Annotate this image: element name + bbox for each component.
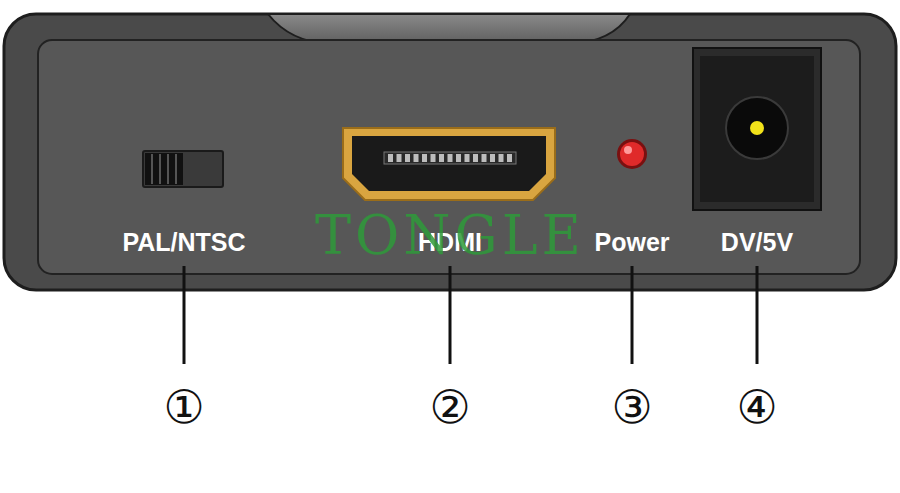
housing [4, 14, 896, 290]
port-label: PAL/NTSC [122, 228, 245, 257]
watermark: TONGLE [315, 204, 585, 267]
port-label: Power [594, 228, 669, 257]
leader-lines [184, 266, 757, 364]
front-panel [38, 40, 860, 274]
hdmi-pins [388, 154, 512, 162]
callout-number: ② [429, 384, 470, 430]
hdmi-port [343, 128, 555, 200]
callout-number: ③ [611, 384, 652, 430]
port-label: DV/5V [721, 228, 793, 257]
callout-number: ④ [736, 384, 777, 430]
slide-switch [143, 151, 223, 187]
dc-jack [693, 48, 821, 210]
power-led [617, 139, 647, 169]
callout-number: ① [163, 384, 204, 430]
